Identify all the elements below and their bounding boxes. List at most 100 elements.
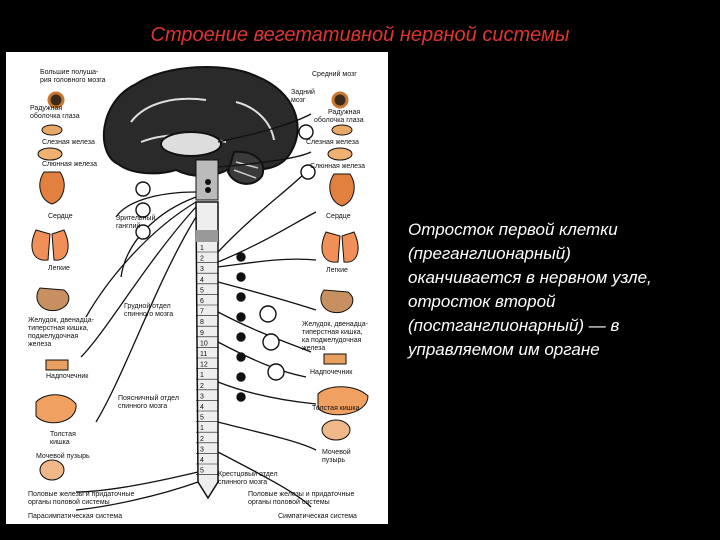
spine-segment-number: 9: [200, 330, 204, 337]
right-lacrimal-icon: [331, 124, 353, 136]
left-labels: Большие полуша- рия головного мозга Раду…: [28, 69, 179, 520]
label-midbrain: Средний мозг: [312, 70, 357, 78]
label-left-bladder: Мочевой пузырь: [36, 452, 90, 460]
spine-segment-number: 2: [200, 436, 204, 443]
label-lumbar-2: спинного мозга: [118, 403, 167, 410]
caption-line-4: отросток второй: [408, 292, 556, 311]
brain-illustration: [103, 65, 299, 201]
spine-segment-number: 6: [200, 298, 204, 305]
label-left-iris-1: Радужная: [30, 105, 62, 112]
caption-line-5: (постганглионарный) — в: [408, 316, 620, 335]
label-ciliary-1: Зрительный: [116, 214, 155, 222]
left-lungs-icon: [31, 229, 69, 261]
label-sacral-2: спинного мозга: [218, 479, 267, 486]
label-left-lungs: Легкие: [48, 265, 70, 272]
label-left-salivary: Слюнная железа: [42, 161, 97, 168]
label-right-lacrimal: Слезная железа: [306, 139, 359, 146]
label-left-genitals-2: органы половой системы: [28, 498, 110, 506]
left-organs: [31, 91, 77, 481]
spine-segment-number: 1: [200, 425, 204, 432]
label-right-genitals-1: Половые железы и придаточные: [248, 491, 354, 498]
right-labels: Средний мозг Задний мозг Радужная оболоч…: [218, 70, 369, 520]
label-right-bladder-1: Мочевой: [322, 448, 351, 456]
label-hemispheres-1: Большие полуша-: [40, 69, 99, 76]
label-left-stomach-2: типерстная кишка,: [28, 325, 89, 332]
label-left-stomach-4: железа: [28, 341, 51, 348]
spine-segment-number: 3: [200, 266, 204, 273]
left-colon-icon: [35, 394, 77, 424]
ganglia: [135, 124, 316, 402]
label-left-colon-2: кишка: [50, 439, 70, 446]
right-lungs-icon: [321, 231, 359, 263]
spine-segment-number: 4: [200, 404, 204, 411]
spine-segment-number: 2: [200, 256, 204, 263]
right-adrenal-icon: [323, 353, 347, 365]
label-hindbrain-1: Задний: [291, 88, 315, 96]
spine-segment-number: 10: [200, 340, 208, 347]
label-right-stomach-3: ка поджелудочная: [302, 337, 362, 344]
left-bladder-icon: [39, 459, 65, 481]
spine-segment-number: 1: [200, 372, 204, 379]
slide-title: Строение вегетативной нервной системы: [150, 24, 570, 46]
caption-line-3: оканчивается в нервном узле,: [408, 268, 652, 287]
label-right-bladder-2: пузырь: [322, 457, 345, 464]
label-right-stomach-4: железа: [302, 345, 325, 352]
right-heart-icon: [329, 173, 355, 207]
label-right-lungs: Легкие: [326, 267, 348, 274]
spine-segment-number: 3: [200, 393, 204, 400]
label-parasympathetic: Парасимпатическая система: [28, 513, 122, 520]
label-left-colon-1: Толстая: [50, 431, 76, 438]
right-stomach-icon: [320, 289, 354, 314]
left-lacrimal-icon: [41, 124, 63, 136]
right-salivary-icon: [327, 147, 353, 161]
label-sympathetic: Симпатическая система: [278, 513, 357, 520]
spine-segment-number: 2: [200, 383, 204, 390]
caption-line-6: управляемом им органе: [408, 340, 600, 359]
caption-line-1: Отросток первой клетки: [408, 220, 618, 239]
left-adrenal-icon: [45, 359, 69, 371]
spine-segment-number: 11: [200, 351, 207, 358]
nerve-fibers: [75, 113, 317, 511]
right-organs: [317, 91, 369, 441]
left-stomach-icon: [36, 287, 70, 312]
spine-segment-number: 5: [200, 415, 204, 422]
label-left-iris-2: оболочка глаза: [30, 112, 80, 120]
spine-segment-number: 5: [200, 287, 204, 294]
label-left-heart: Сердце: [48, 213, 73, 220]
label-left-adrenal: Надпочечник: [46, 373, 89, 380]
label-hemispheres-2: рия головного мозга: [40, 77, 106, 84]
left-salivary-icon: [37, 147, 63, 161]
label-lumbar-1: Поясничный отдел: [118, 394, 179, 402]
label-ciliary-2: ганглий: [116, 222, 141, 230]
spine-segment-number: 1: [200, 245, 204, 252]
label-right-adrenal: Надпочечник: [310, 369, 353, 376]
right-bladder-icon: [321, 419, 351, 441]
spine-segment-number: 4: [200, 457, 204, 464]
label-left-stomach-1: Желудок, двенадца-: [28, 317, 95, 324]
spine-segment-number: 8: [200, 319, 204, 326]
label-right-heart: Сердце: [326, 213, 351, 220]
label-thoracic-1: Грудной отдел: [124, 302, 171, 310]
left-heart-icon: [39, 171, 65, 205]
label-hindbrain-2: мозг: [291, 97, 306, 104]
spine-segment-number: 12: [200, 362, 208, 369]
label-right-stomach-2: типерстная кишка,: [302, 329, 363, 336]
spine-segment-number: 7: [200, 309, 204, 316]
right-colon-icon: [317, 386, 369, 416]
label-right-colon: Толстая кишка: [312, 405, 360, 412]
label-right-iris-1: Радужная: [328, 109, 360, 116]
label-sacral-1: Крестцовый отдел: [218, 470, 278, 478]
label-right-stomach-1: Желудок, двенадца-: [302, 321, 369, 328]
label-right-genitals-2: органы половой системы: [248, 498, 330, 506]
label-left-stomach-3: поджелудочная: [28, 333, 79, 340]
spine-segment-number: 5: [200, 468, 204, 475]
spine-segment-number: 3: [200, 446, 204, 453]
label-left-lacrimal: Слезная железа: [42, 139, 95, 146]
caption-text: Отросток первой клетки (преганглионарный…: [408, 218, 708, 362]
left-eye-icon: [47, 91, 65, 109]
label-left-genitals-1: Половые железы и придаточные: [28, 491, 134, 498]
spinal-cord: [195, 201, 219, 500]
